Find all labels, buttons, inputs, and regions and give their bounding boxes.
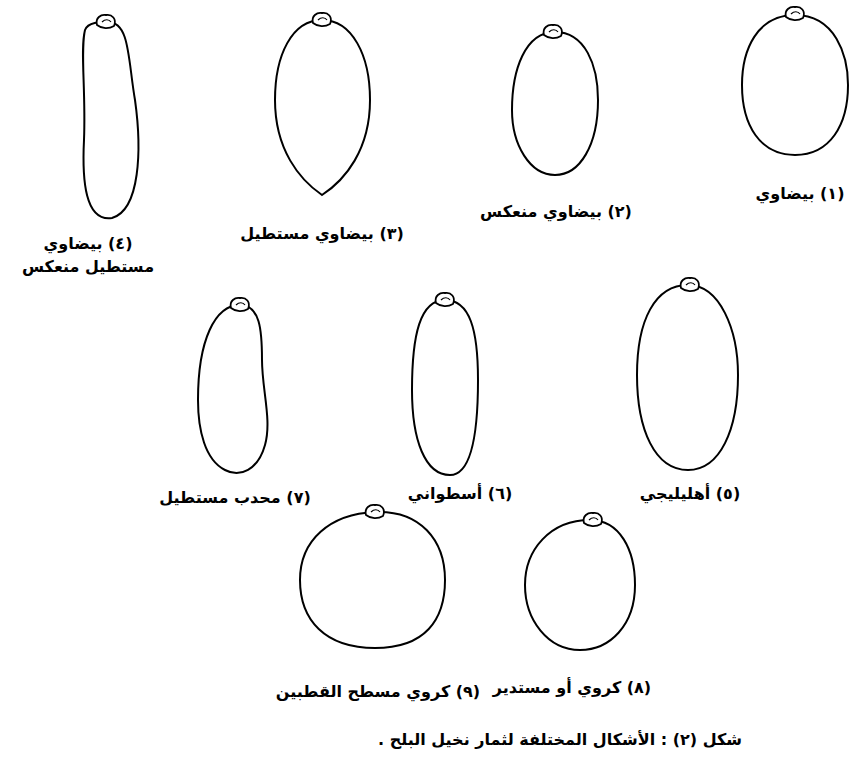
calyx	[584, 513, 602, 526]
calyx	[681, 278, 699, 291]
shape-label: (٦) أسطواني	[408, 482, 512, 505]
fruit-outline	[525, 520, 635, 650]
shape-label: (٨) كروي أو مستدير	[493, 676, 651, 699]
calyx	[97, 15, 115, 28]
shape-label: (٣) بيضاوي مستطيل	[240, 222, 404, 245]
fruit-outline	[198, 305, 267, 473]
figure-caption: شكل (٢) : الأشكال المختلفة لثمار نخيل ال…	[378, 728, 742, 751]
shape-label: (٥) أهليليجي	[640, 482, 740, 505]
fruit-outline	[83, 22, 138, 218]
calyx	[436, 293, 454, 306]
calyx	[366, 505, 384, 518]
fruit-outline	[512, 32, 598, 175]
fruit-outline	[742, 15, 848, 155]
shape-label: (٤) بيضاوي مستطيل منعكس	[8, 232, 168, 278]
shape-label: (٩) كروي مسطح القطبين	[276, 680, 480, 703]
fruit-outline	[275, 20, 370, 195]
calyx	[786, 7, 804, 20]
fruit-outline	[637, 285, 738, 470]
fruit-outline	[412, 300, 478, 475]
calyx	[231, 298, 249, 311]
shape-label: (٢) بيضاوي منعكس	[480, 200, 632, 223]
calyx	[544, 25, 562, 38]
shape-label: (١) بيضاوي	[756, 182, 845, 205]
fruit-outline	[300, 512, 445, 648]
shape-label: (٧) محدب مستطيل	[159, 486, 310, 509]
calyx	[313, 13, 331, 26]
